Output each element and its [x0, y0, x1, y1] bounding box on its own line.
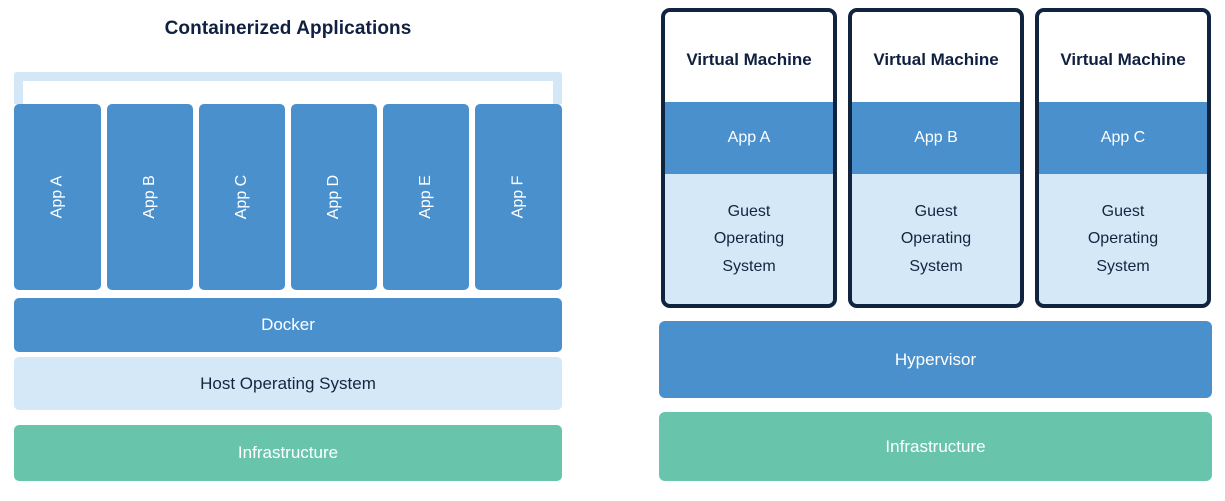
virtual-machine-1-app: App A [665, 102, 833, 174]
hypervisor-layer: Hypervisor [659, 321, 1212, 398]
infrastructure-layer-left: Infrastructure [14, 425, 562, 481]
virtual-machine-2: Virtual Machine App B Guest Operating Sy… [848, 8, 1024, 308]
virtual-machine-2-title: Virtual Machine [852, 12, 1020, 102]
virtual-machine-3: Virtual Machine App C Guest Operating Sy… [1035, 8, 1211, 308]
virtual-machine-3-guest-os: Guest Operating System [1039, 174, 1207, 304]
virtual-machine-2-guest-os-label: Guest Operating System [900, 202, 972, 275]
container-app-a: App A [14, 104, 101, 290]
container-app-d: App D [291, 104, 377, 290]
virtual-machine-2-guest-os: Guest Operating System [852, 174, 1020, 304]
container-app-d-label: App D [325, 174, 342, 220]
host-operating-system-layer: Host Operating System [14, 357, 562, 410]
virtual-machine-2-app: App B [852, 102, 1020, 174]
docker-layer: Docker [14, 298, 562, 352]
container-app-a-label: App A [48, 175, 66, 219]
container-app-b: App B [107, 104, 193, 290]
virtual-machines-panel: Virtual Machine App A Guest Operating Sy… [640, 0, 1225, 501]
page-title: Containerized Applications [164, 18, 412, 39]
container-app-f-label: App F [509, 175, 527, 219]
virtual-machine-1-guest-os-label: Guest Operating System [713, 202, 785, 275]
virtual-machine-1-title: Virtual Machine [665, 12, 833, 102]
virtual-machine-1: Virtual Machine App A Guest Operating Sy… [661, 8, 837, 308]
container-bracket [14, 72, 562, 104]
virtual-machine-3-app: App C [1039, 102, 1207, 174]
container-app-c-label: App C [233, 174, 250, 220]
container-app-c: App C [199, 104, 285, 290]
container-app-e-label: App E [417, 175, 434, 219]
container-app-e: App E [383, 104, 469, 290]
container-app-b-label: App B [141, 175, 158, 219]
containers-panel: Containerized Applications App A App B A… [14, 18, 562, 481]
virtual-machine-1-guest-os: Guest Operating System [665, 174, 833, 304]
container-app-f: App F [475, 104, 562, 290]
virtual-machine-3-guest-os-label: Guest Operating System [1087, 202, 1159, 275]
virtual-machine-3-title: Virtual Machine [1039, 12, 1207, 102]
infrastructure-layer-right: Infrastructure [659, 412, 1212, 481]
